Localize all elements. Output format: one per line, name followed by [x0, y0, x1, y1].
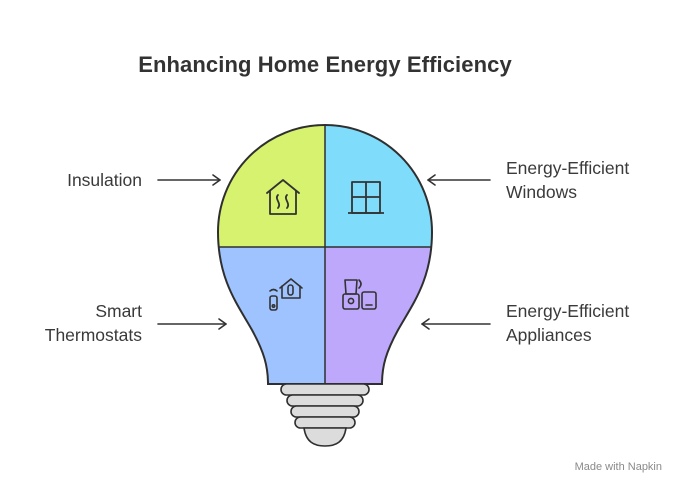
watermark-text: Made with Napkin [574, 461, 662, 473]
diagram-title: Enhancing Home Energy Efficiency [138, 52, 512, 77]
label-appliances-line-1: Energy-Efficient [506, 301, 630, 321]
bulb-base [280, 383, 370, 447]
bulb-outline [216, 124, 434, 385]
label-thermostats: Smart Thermostats [45, 299, 142, 347]
arrows [157, 174, 491, 330]
label-insulation-line-1: Insulation [67, 170, 142, 190]
bulb-quadrants [218, 125, 432, 384]
quadrant-windows [325, 125, 432, 247]
label-appliances: Energy-Efficient Appliances [506, 299, 629, 347]
label-thermostats-line-2: Thermostats [44, 325, 142, 345]
arrow-appliances [421, 318, 491, 330]
label-appliances-line-2: Appliances [506, 325, 592, 345]
quadrant-insulation [218, 125, 325, 247]
label-thermostats-line-1: Smart [95, 301, 142, 321]
arrow-windows [427, 174, 491, 186]
label-windows-line-1: Energy-Efficient [506, 158, 630, 178]
label-windows: Energy-Efficient Windows [506, 156, 629, 204]
house-heat-icon [266, 179, 300, 215]
window-icon [348, 181, 384, 214]
appliances-icon [342, 279, 377, 310]
watermark[interactable]: Made with Napkin [575, 461, 662, 473]
label-insulation: Insulation [67, 168, 142, 192]
arrow-thermostats [157, 318, 227, 330]
smart-home-icon [269, 278, 303, 311]
label-windows-line-2: Windows [506, 182, 577, 202]
arrow-insulation [157, 174, 221, 186]
